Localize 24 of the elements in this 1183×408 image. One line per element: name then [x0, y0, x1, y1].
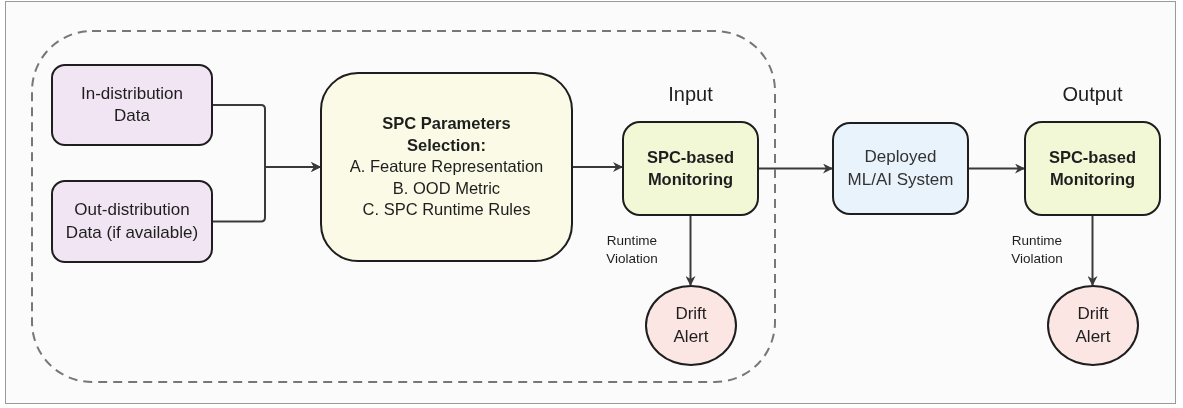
process-box: [320, 72, 573, 262]
box-title: SPC Parameters Selection:: [381, 113, 512, 156]
arrow: [572, 162, 623, 172]
system-box: [832, 122, 969, 215]
stage-heading: Output: [1061, 82, 1124, 107]
arrow: [1087, 215, 1098, 286]
list-item: C. SPC Runtime Rules: [362, 199, 531, 221]
node-label: Drift Alert: [1074, 303, 1112, 348]
list-item: B. OOD Metric: [392, 177, 501, 199]
arrow: [212, 162, 321, 223]
arrow: [758, 163, 833, 174]
data-box: [51, 180, 213, 263]
node-label: Drift Alert: [672, 303, 710, 348]
node-label: In-distribution Data: [79, 82, 185, 127]
arrow: [685, 215, 696, 286]
box-title: SPC-based Monitoring: [1047, 147, 1138, 190]
dashed-group-region: [31, 30, 776, 383]
arrow: [968, 163, 1025, 174]
box-title: SPC-based Monitoring: [645, 147, 736, 190]
data-box: [51, 64, 213, 146]
stage-heading: Input: [667, 82, 714, 107]
list-item: A. Feature Representation: [349, 156, 544, 178]
node-label: Out-distribution Data (if available): [64, 199, 200, 244]
node-label: Deployed ML/AI System: [846, 146, 955, 191]
